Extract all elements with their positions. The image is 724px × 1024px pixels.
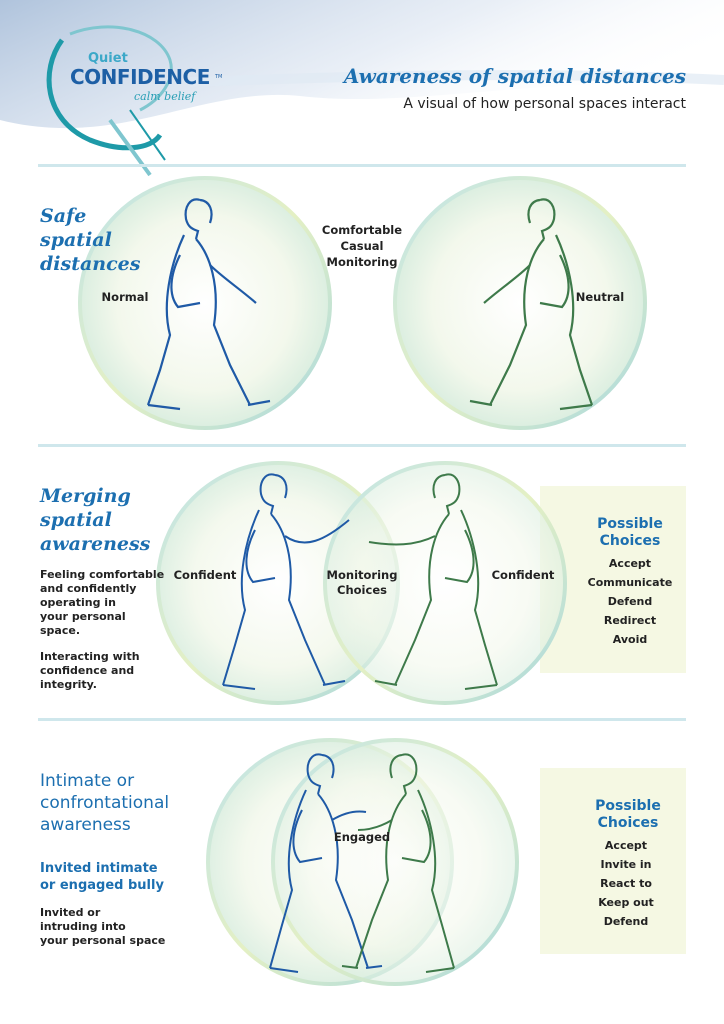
logo-line1: Quiet	[88, 51, 128, 66]
walking-figure-blue-s2	[222, 473, 350, 690]
walking-figure-blue-s3	[269, 753, 383, 973]
choice-item: React to	[600, 877, 652, 890]
header-brush	[0, 0, 724, 129]
section2-desc2: Interacting with confidence and integrit…	[40, 650, 140, 691]
walking-figure-green-s1	[469, 198, 594, 411]
choice-item: Accept	[604, 839, 648, 852]
section1-title: Safe spatial distances	[40, 205, 141, 275]
walking-figure-green-s2	[368, 473, 498, 690]
section2-choices-title: Possible Choices	[597, 516, 663, 549]
section3-subtitle: Invited intimate or engaged bully	[40, 861, 164, 893]
choice-item: Defend	[607, 595, 653, 608]
walking-figure-blue-s1	[146, 198, 271, 411]
section2-left-label: Confident	[173, 568, 237, 582]
choice-item: Communicate	[587, 576, 673, 589]
space-circle-right-s2	[323, 461, 567, 705]
section2-desc1: Feeling comfortable and confidently oper…	[40, 568, 165, 637]
logo-line3: calm belief	[134, 90, 196, 103]
divider-1	[38, 164, 686, 167]
section3-center-label: Engaged	[333, 830, 391, 844]
space-circle-right-s3	[271, 738, 519, 986]
choice-item: Accept	[608, 557, 652, 570]
section3-choices-title: Possible Choices	[595, 798, 661, 831]
choice-item: Invite in	[600, 858, 652, 871]
section3-title: Intimate or confrontational awareness	[40, 771, 170, 835]
space-circle-left-s1	[78, 176, 332, 430]
walking-figure-green-s3	[341, 753, 455, 973]
section2-center-label: Monitoring Choices	[326, 568, 398, 597]
section1-center-label: Comfortable Casual Monitoring	[321, 223, 403, 269]
page-subtitle: A visual of how personal spaces interact	[403, 96, 686, 112]
section2-choices-list: Accept Communicate Defend Redirect Avoid	[570, 554, 690, 649]
space-circle-right-s1	[393, 176, 647, 430]
choice-item: Redirect	[603, 614, 657, 627]
section3-desc: Invited or intruding into your personal …	[40, 906, 166, 947]
logo-tm: TM	[214, 74, 223, 80]
choices-panel-s3	[540, 768, 686, 954]
divider-2	[38, 444, 686, 447]
section1-right-label: Neutral	[575, 290, 625, 304]
logo-line2: CONFIDENCE	[70, 65, 210, 89]
page-title: Awareness of spatial distances	[343, 64, 686, 88]
section3-choices-list: Accept Invite in React to Keep out Defen…	[566, 836, 686, 931]
logo: Quiet CONFIDENCE TM calm belief	[70, 51, 240, 104]
choice-item: Defend	[603, 915, 649, 928]
section2-right-label: Confident	[491, 568, 555, 582]
divider-3	[38, 718, 686, 721]
choice-item: Keep out	[598, 896, 654, 909]
section1-left-label: Normal	[101, 290, 149, 304]
section2-title: Merging spatial awareness	[40, 485, 151, 555]
choice-item: Avoid	[612, 633, 648, 646]
